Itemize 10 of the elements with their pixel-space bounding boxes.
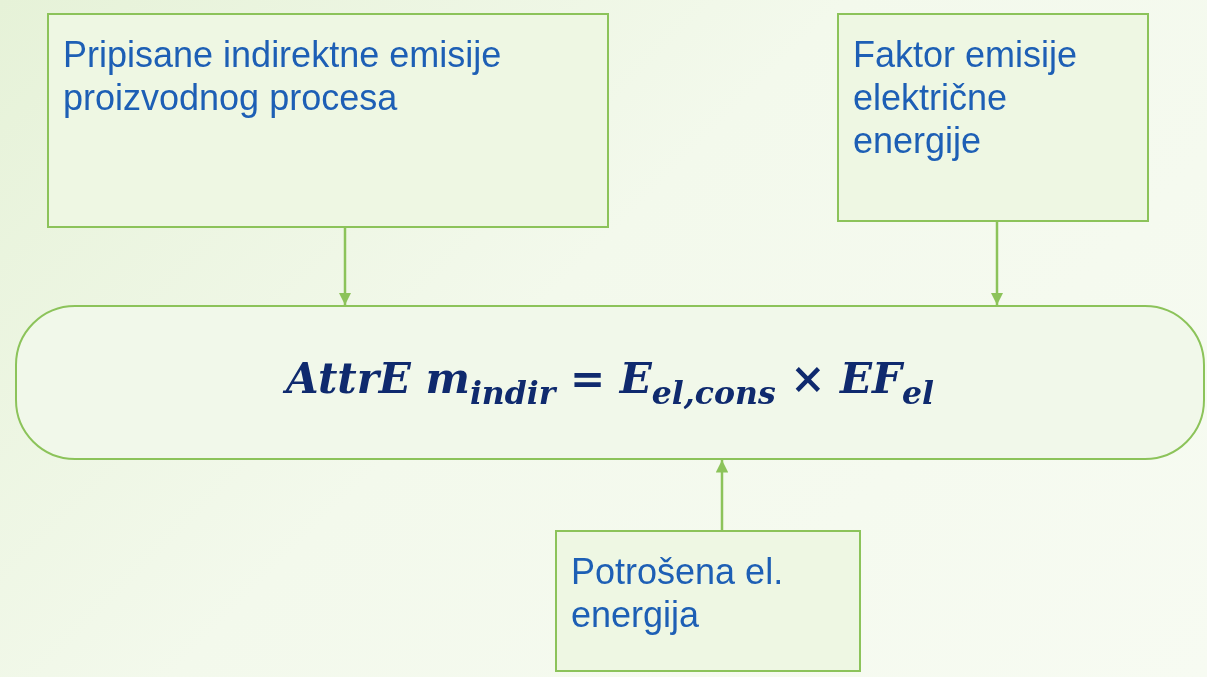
box-text: Faktor emisije električne energije — [853, 33, 1079, 163]
text-box — [47, 13, 609, 228]
text-box — [555, 530, 861, 672]
arrow — [990, 222, 1004, 305]
box-text: Pripisane indirektne emisije proizvodnog procesa — [63, 33, 503, 120]
box-text: Potrošena el. energija — [571, 550, 785, 637]
arrow — [715, 460, 729, 530]
arrow — [338, 228, 352, 305]
formula-box — [15, 305, 1205, 460]
text-box — [837, 13, 1149, 222]
